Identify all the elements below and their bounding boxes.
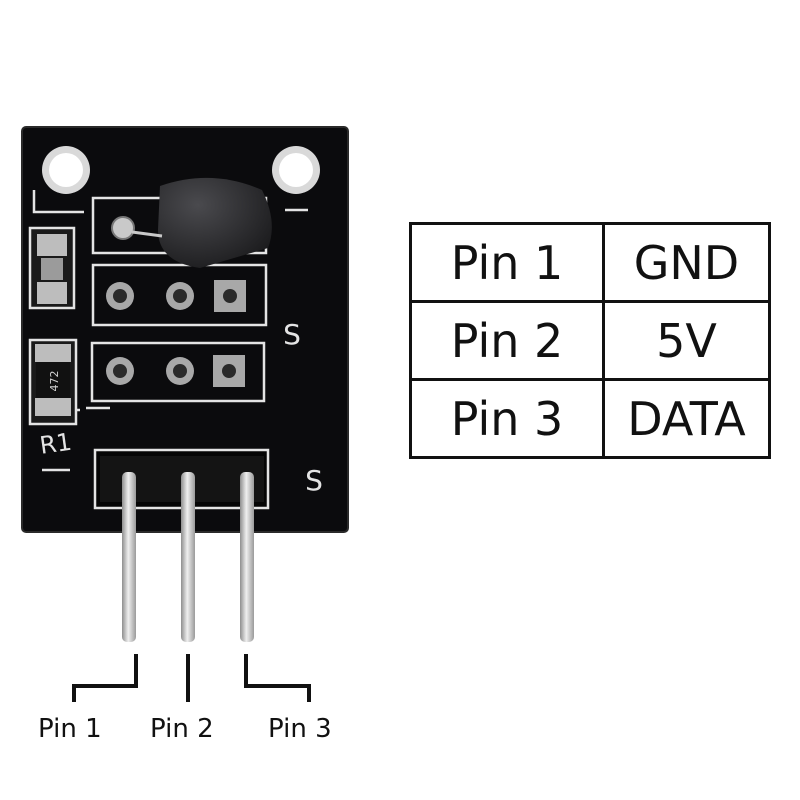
pin-label-3: Pin 3: [268, 714, 332, 744]
table-row: Pin 2 5V: [409, 300, 771, 381]
function-cell: DATA: [602, 378, 771, 459]
pin-leader-lines: [72, 654, 311, 702]
resistor-component: 472: [28, 338, 78, 426]
silkscreen-s-bottom: S: [305, 464, 323, 497]
pad-row-top: [106, 280, 246, 312]
pin-cell: Pin 1: [409, 222, 605, 303]
function-cell: GND: [602, 222, 771, 303]
silkscreen-s-top: S: [283, 318, 301, 351]
pin-function-table: Pin 1 GND Pin 2 5V Pin 3 DATA: [409, 222, 771, 459]
header-pins: [122, 472, 254, 642]
pad-row-bottom: [106, 355, 245, 387]
pin-label-2: Pin 2: [150, 714, 214, 744]
table-row: Pin 1 GND: [409, 222, 771, 303]
resistor-code: 472: [48, 371, 61, 392]
pin-cell: Pin 2: [409, 300, 605, 381]
led-component: [28, 226, 76, 310]
pin-cell: Pin 3: [409, 378, 605, 459]
function-cell: 5V: [602, 300, 771, 381]
resistor-reference-label: R1: [38, 428, 74, 460]
temperature-sensor: [111, 177, 272, 268]
table-row: Pin 3 DATA: [409, 378, 771, 459]
pin-label-1: Pin 1: [38, 714, 102, 744]
